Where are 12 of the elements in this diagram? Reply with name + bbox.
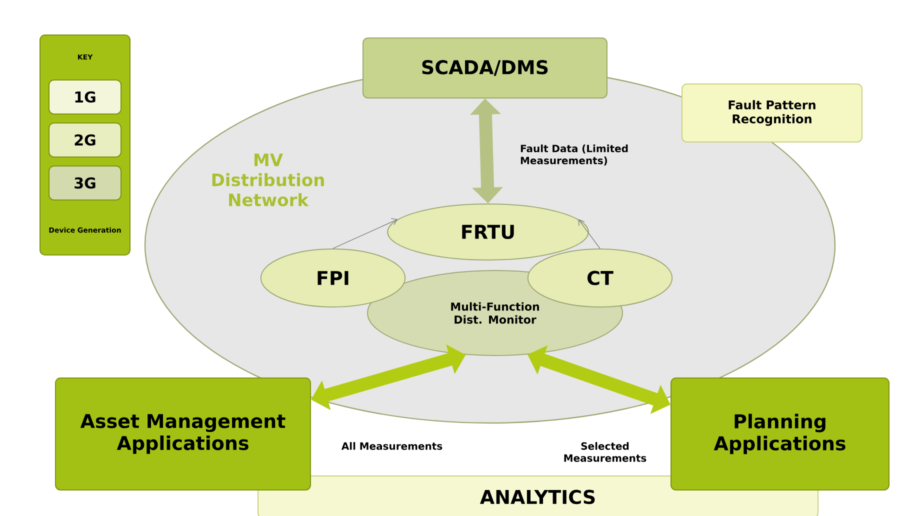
key-item: 3G	[48, 166, 122, 200]
key-item: 1G	[48, 80, 122, 114]
edge-label: All Measurements	[341, 442, 442, 450]
callout-box: Fault Pattern Recognition	[682, 84, 862, 142]
application-box: Planning Applications	[670, 377, 890, 490]
arrow	[578, 219, 600, 249]
system-box: SCADA/DMS	[362, 38, 608, 98]
edge-label: Selected Measurements	[564, 442, 646, 462]
application-box: Asset Management Applications	[55, 377, 311, 490]
arrow	[332, 218, 398, 249]
edge-label: Fault Data (Limited Measurements)	[520, 144, 628, 166]
key-item: 2G	[48, 122, 122, 158]
